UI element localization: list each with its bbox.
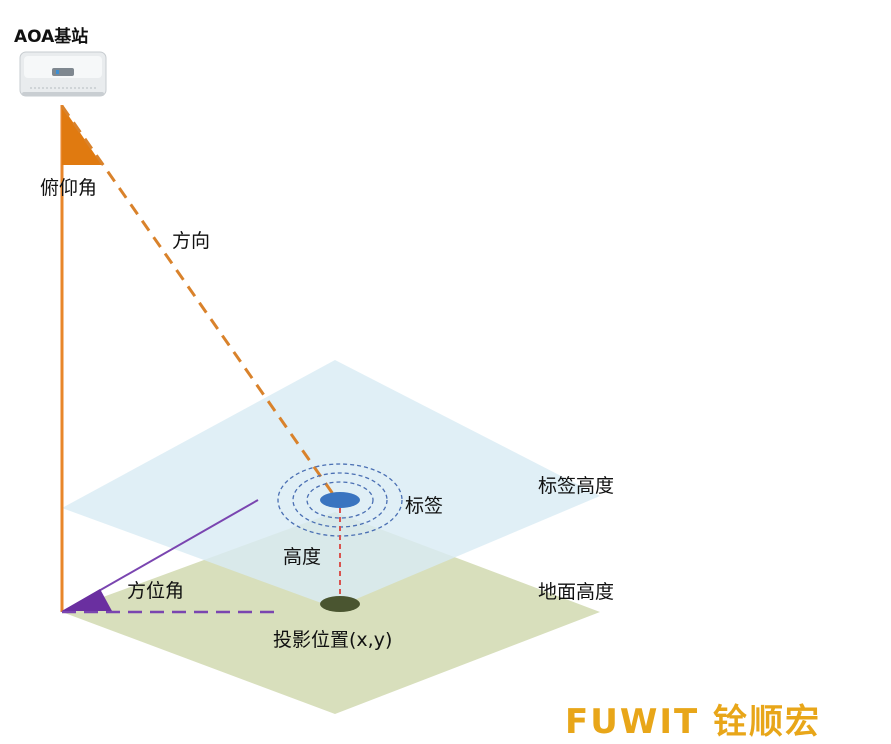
tag-height-plane <box>62 360 600 608</box>
projection-ellipse <box>320 596 360 612</box>
elevation-angle-wedge <box>62 106 102 165</box>
aoa-station-icon <box>19 51 107 97</box>
tag-ellipse <box>320 492 360 508</box>
fuwit-logo: FUWIT 铨顺宏 <box>565 702 821 742</box>
ground-height-label: 地面高度 <box>538 581 614 603</box>
height-label: 高度 <box>283 546 321 568</box>
projection-label: 投影位置(x,y) <box>273 629 392 651</box>
tag-label: 标签 <box>405 495 443 517</box>
tag-height-label: 标签高度 <box>538 475 614 497</box>
direction-label: 方向 <box>172 230 210 252</box>
azimuth-angle-wedge <box>62 589 112 611</box>
azimuth-angle-label: 方位角 <box>127 580 184 602</box>
elevation-angle-label: 俯仰角 <box>40 177 97 199</box>
station-label: AOA基站 <box>14 26 88 47</box>
ground-plane <box>62 512 600 714</box>
